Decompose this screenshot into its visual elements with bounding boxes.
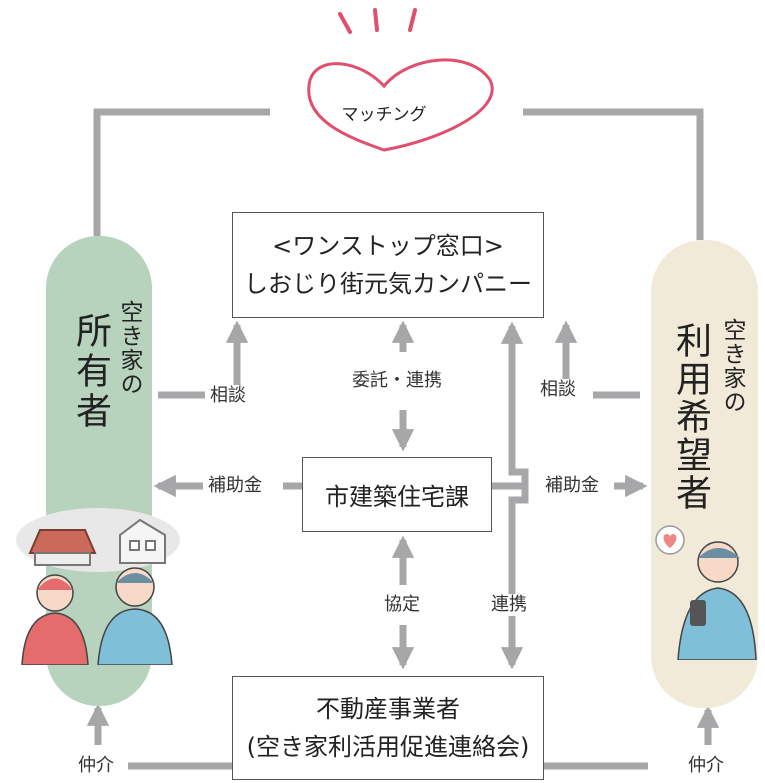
city-office-name: 市建築住宅課 xyxy=(325,483,469,511)
heart-small-icon xyxy=(663,534,677,548)
matching-label: マッチング xyxy=(341,105,427,125)
user-subtitle: 空き家の xyxy=(719,318,745,414)
one-stop-name: しおじり街元気カンパニー xyxy=(244,270,532,298)
emphasis-marks-icon xyxy=(338,8,417,34)
owner-title: 所有者 xyxy=(70,312,111,432)
entrust-label: 委託・連携 xyxy=(352,370,442,392)
owner-matching-connector xyxy=(93,108,270,236)
one-stop-window-box: <ワンストップ窓口> しおじり街元気カンパニー xyxy=(232,212,544,318)
woman-figure-icon xyxy=(21,574,89,665)
user-illustration xyxy=(655,525,757,660)
user-matching-connector xyxy=(523,108,704,240)
brokerage-right-label: 仲介 xyxy=(688,755,724,777)
realtor-title: 不動産事業者 xyxy=(316,695,460,723)
owner-subtitle: 空き家の xyxy=(116,300,142,396)
subsidy-left-label: 補助金 xyxy=(208,475,262,497)
consult-left-label: 相談 xyxy=(210,385,246,407)
new-house-icon xyxy=(119,518,166,564)
realtor-subtitle: (空き家利活用促進連絡会) xyxy=(246,733,530,761)
cooperation-label: 連携 xyxy=(491,594,527,616)
cooperation-arrow xyxy=(500,321,529,670)
subsidy-right-label: 補助金 xyxy=(545,475,599,497)
consult-right-label: 相談 xyxy=(540,379,576,401)
city-office-box: 市建築住宅課 xyxy=(302,457,492,532)
user-title: 利用希望者 xyxy=(670,322,711,512)
heart-icon xyxy=(307,58,494,152)
one-stop-title: <ワンストップ窓口> xyxy=(272,232,504,260)
owners-illustration xyxy=(16,508,180,665)
smartphone-icon xyxy=(690,600,706,626)
realtor-box: 不動産事業者 (空き家利活用促進連絡会) xyxy=(232,676,544,780)
man-figure-icon xyxy=(97,567,173,665)
old-house-icon xyxy=(28,529,97,566)
young-person-icon xyxy=(677,541,757,660)
agreement-label: 協定 xyxy=(384,594,420,616)
brokerage-left-label: 仲介 xyxy=(78,755,114,777)
